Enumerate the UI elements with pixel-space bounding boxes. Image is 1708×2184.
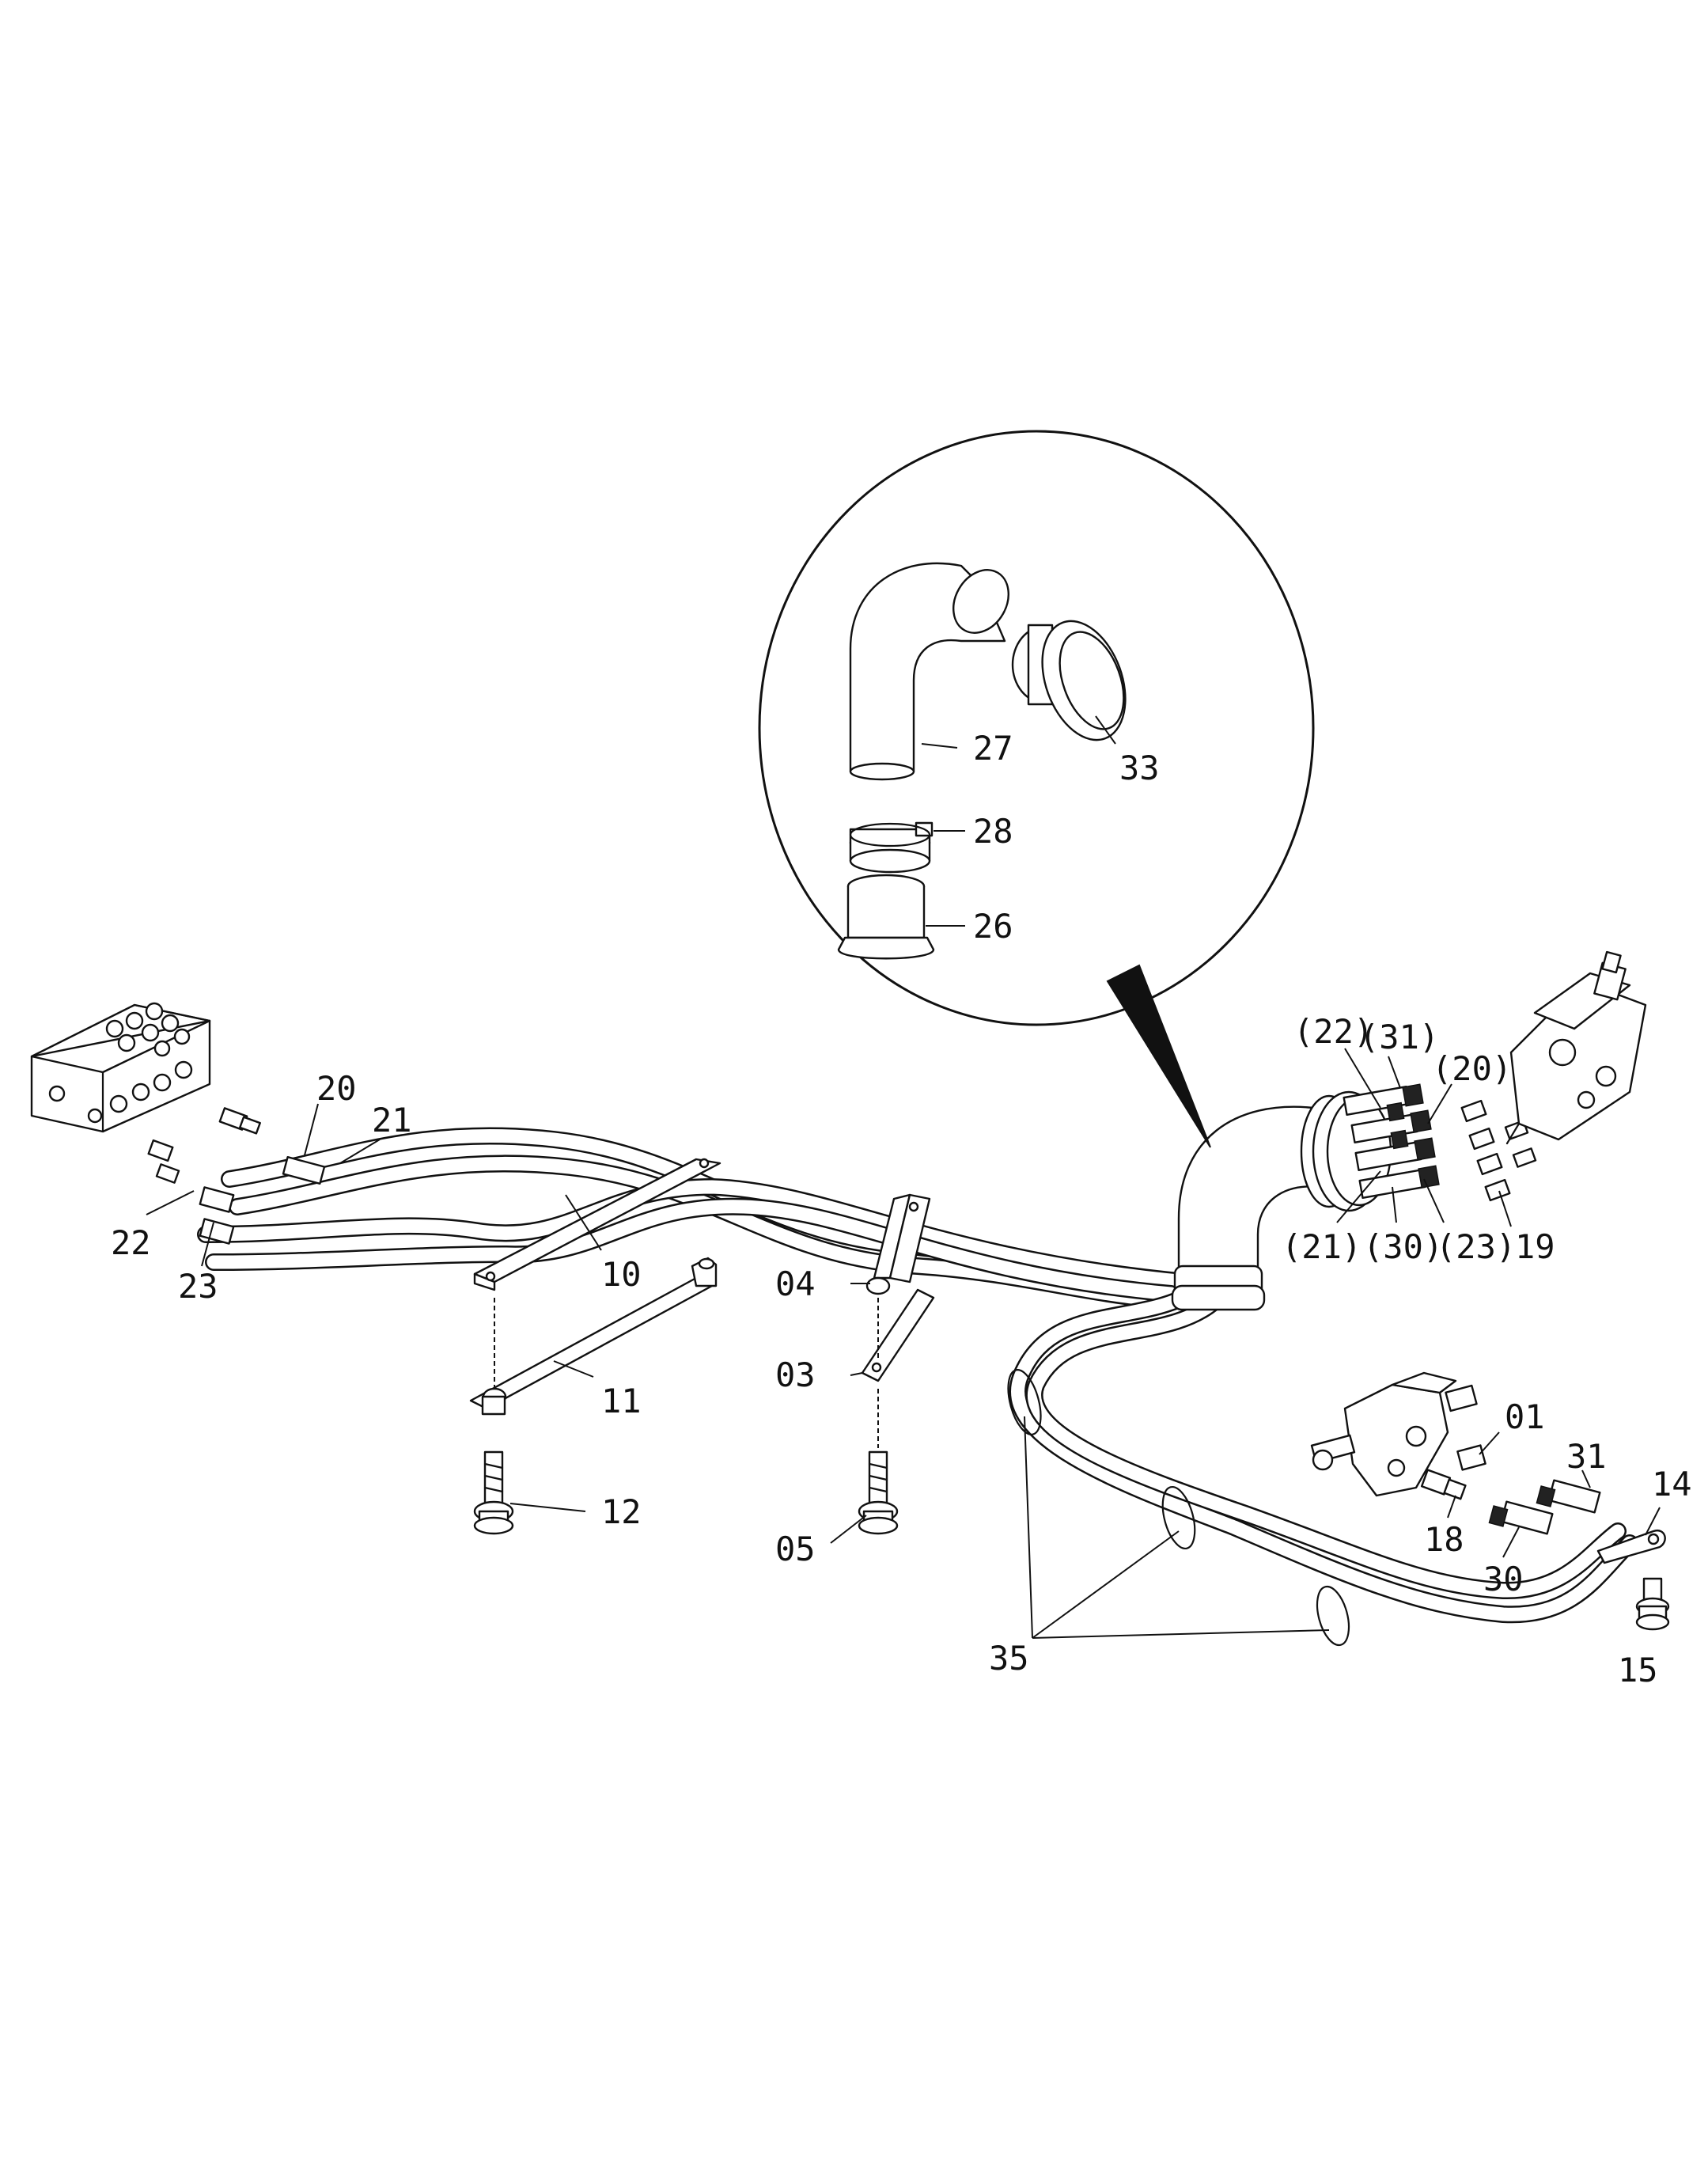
label-26: 26: [973, 907, 1013, 946]
label-r20: (20): [1432, 1049, 1512, 1088]
label-20: 20: [316, 1069, 357, 1108]
selector-valve-icon: [1310, 1371, 1478, 1497]
cover-cap-icon: [837, 874, 935, 960]
label-28: 28: [973, 812, 1013, 851]
label-05: 05: [775, 1530, 816, 1568]
label-31: 31: [1566, 1437, 1607, 1476]
label-r30: (30): [1363, 1227, 1443, 1266]
label-12: 12: [601, 1492, 642, 1531]
label-r31: (31): [1359, 1018, 1439, 1056]
label-01: 01: [1505, 1397, 1545, 1436]
plate-03: [861, 1288, 935, 1382]
label-11: 11: [601, 1382, 642, 1420]
detail-callout: [758, 430, 1315, 1148]
fitting-18: [1420, 1469, 1467, 1500]
label-19: 19: [1515, 1227, 1555, 1266]
label-04: 04: [775, 1265, 816, 1303]
label-30: 30: [1483, 1560, 1524, 1598]
pilot-valve-icon: [1505, 950, 1647, 1145]
hose-band-icon: [849, 821, 934, 874]
fitting-01: [1456, 1444, 1486, 1471]
grommet-icon: [1011, 620, 1127, 741]
label-33: 33: [1119, 749, 1160, 787]
label-10: 10: [601, 1255, 642, 1294]
bolt-12: [473, 1450, 514, 1535]
label-35: 35: [989, 1639, 1029, 1678]
bolt-15: [1635, 1577, 1670, 1631]
label-03: 03: [775, 1356, 816, 1394]
right-hose-ends: [1343, 1083, 1440, 1199]
clamp-11: [469, 1257, 718, 1416]
label-14: 14: [1652, 1465, 1692, 1503]
leader-lines: [146, 715, 1661, 1639]
label-r21: (21): [1282, 1227, 1361, 1266]
clamps-35: [1007, 1369, 1350, 1647]
rubber-elbow-icon: [849, 562, 1009, 781]
label-r23: (23): [1436, 1227, 1516, 1266]
label-r22: (22): [1293, 1012, 1373, 1051]
label-15: 15: [1618, 1651, 1658, 1689]
label-23: 23: [178, 1267, 218, 1306]
rubber-elbow-icon: [1171, 1105, 1323, 1311]
clamp-14: [1596, 1529, 1666, 1564]
bracket-04: [865, 1193, 931, 1295]
label-18: 18: [1424, 1520, 1464, 1559]
label-22: 22: [111, 1223, 151, 1262]
control-valve-block-icon: [30, 1002, 211, 1133]
hose-ends-30-31: [1488, 1479, 1601, 1535]
bracket-10: [473, 1158, 721, 1291]
bolt-05: [858, 1450, 899, 1535]
label-21: 21: [372, 1101, 412, 1139]
label-27: 27: [973, 729, 1013, 768]
left-fittings: [147, 1107, 326, 1245]
part-labels: 27 33 28 26 20 21 22 23 10 11 12 04 03 0…: [111, 729, 1692, 1689]
